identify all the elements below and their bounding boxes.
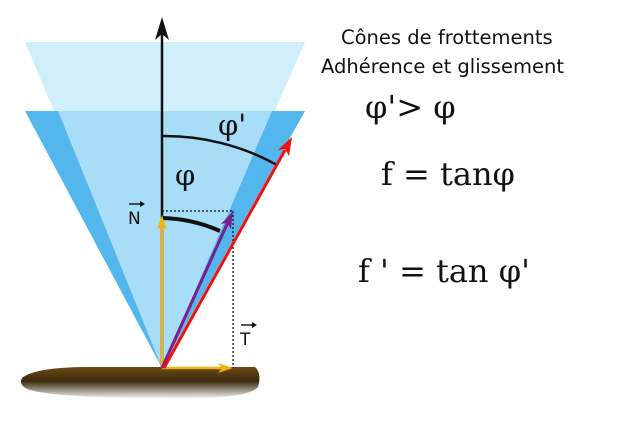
- phi-prime-arc: [161, 134, 278, 167]
- normal-force-label: N: [128, 209, 141, 229]
- angle-inequality: φ'> φ: [365, 88, 456, 126]
- inner-cone-core: [58, 111, 272, 368]
- ground: [21, 367, 260, 399]
- limit-reaction-arrowhead: [278, 137, 292, 156]
- diagram-title-line1: Cônes de frottements: [341, 26, 553, 49]
- tangential-force-arrowhead: [218, 363, 233, 373]
- reaction-force-vector: [160, 221, 230, 369]
- normal-force-arrowhead: [157, 215, 167, 230]
- static-friction-formula: f = tanφ: [381, 155, 515, 193]
- tangential-force-vec-tip: [252, 322, 257, 328]
- vertical-axis-arrowhead: [155, 17, 169, 40]
- phi-label: φ: [175, 158, 195, 192]
- dynamic-friction-formula: f ' = tan φ': [358, 252, 530, 290]
- limit-reaction-vector: [162, 149, 287, 369]
- normal-force-vec-tip: [140, 201, 145, 207]
- tangential-force-label: T: [239, 330, 251, 350]
- diagram-title-line2: Adhérence et glissement: [321, 55, 564, 78]
- phi-arc: [161, 216, 221, 233]
- reaction-force-arrowhead: [221, 211, 233, 229]
- phi-prime-label: φ': [218, 108, 246, 142]
